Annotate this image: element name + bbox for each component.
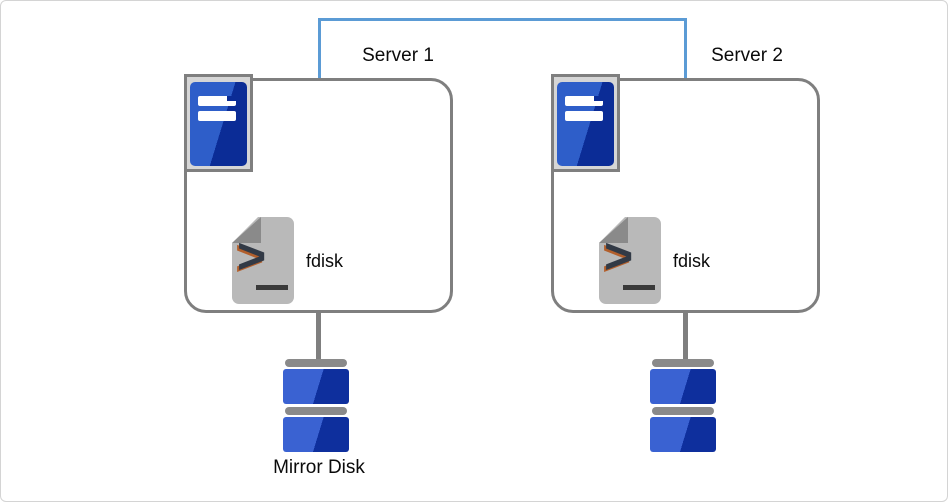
stacked-disk-icon	[283, 359, 349, 452]
server-tower-icon	[557, 82, 614, 166]
tower-slot-bar	[198, 111, 236, 121]
server2-app-label: fdisk	[673, 251, 711, 271]
prompt-underscore	[256, 285, 288, 290]
tower-slot-bar	[198, 96, 236, 106]
server-tower-icon	[190, 82, 247, 166]
disk-cap	[285, 359, 347, 367]
terminal-script-icon: >	[232, 217, 294, 304]
disk-platter	[650, 417, 716, 452]
prompt-underscore	[623, 285, 655, 290]
server-interconnect-line	[318, 18, 687, 78]
server2-title: Server 2	[711, 45, 783, 66]
tower-slot-notch	[594, 96, 603, 101]
disk-platter	[650, 369, 716, 404]
terminal-script-icon: >	[599, 217, 661, 304]
prompt-chevron: >	[604, 228, 634, 284]
server1-title: Server 1	[362, 45, 434, 66]
disk-cap	[652, 407, 714, 415]
disk-cap	[652, 359, 714, 367]
prompt-chevron: >	[237, 228, 267, 284]
disk-cap	[285, 407, 347, 415]
server1-disk-connector	[316, 313, 321, 360]
server1-app-label: fdisk	[306, 251, 344, 271]
server2-disk-connector	[683, 313, 688, 360]
tower-slot-notch	[227, 96, 236, 101]
tower-slot-bar	[565, 111, 603, 121]
disk-platter	[283, 369, 349, 404]
stacked-disk-icon	[650, 359, 716, 452]
disk-platter	[283, 417, 349, 452]
mirror-disk-label: Mirror Disk	[273, 457, 365, 478]
tower-slot-bar	[565, 96, 603, 106]
